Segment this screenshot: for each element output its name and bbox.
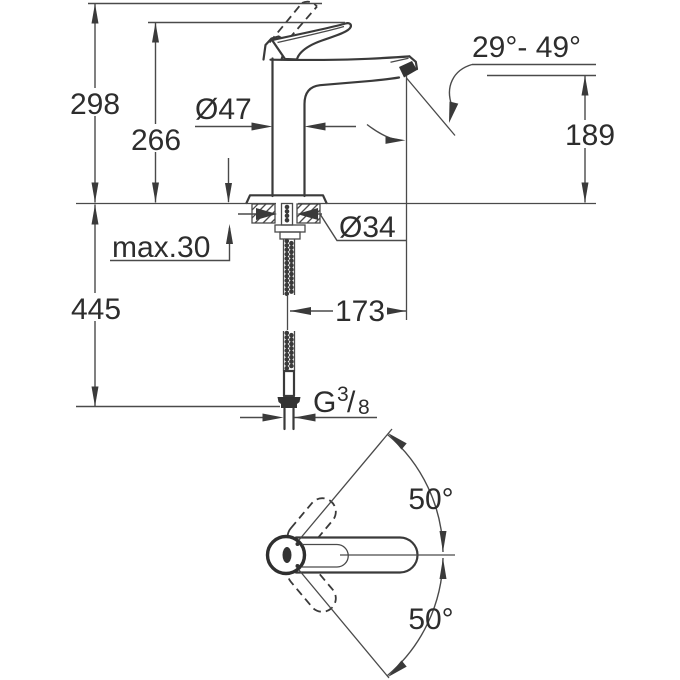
swing-line-upper <box>298 428 393 541</box>
faucet-body-right-edge-and-spout-underside <box>303 76 401 198</box>
spout-aerator <box>399 61 417 78</box>
handle-dot-top <box>295 542 300 546</box>
dimension-body-diameter: Ø47 <box>195 93 356 131</box>
label-swing-lower: 50° <box>408 603 453 636</box>
hose-braid-texture <box>284 238 294 373</box>
angle-arc <box>366 123 400 141</box>
leader-curve <box>448 63 473 107</box>
dimension-spout-height: 189 <box>405 74 616 320</box>
handle-indicator-slot <box>282 547 292 563</box>
connector-tube <box>283 407 295 431</box>
label-total-height: 298 <box>70 88 120 121</box>
label-thread-slash: / <box>347 386 356 419</box>
label-thread-g: G <box>313 386 336 419</box>
label-body-height: 266 <box>131 124 181 157</box>
dimension-spout-angle: 29°- 49° <box>366 31 596 144</box>
supply-hose <box>277 238 301 431</box>
dimension-thread-size: G 3 / 8 <box>240 383 377 422</box>
label-max-deck-thickness: max.30 <box>112 231 210 264</box>
countertop-section <box>76 202 596 224</box>
hose-braid-edges <box>282 239 296 371</box>
lever-handle <box>270 22 352 61</box>
hose-end-fitting <box>282 369 296 398</box>
spout-top-edge <box>269 55 411 62</box>
label-thread-denominator: 8 <box>358 396 370 419</box>
dimension-hole-diameter: Ø34 <box>238 208 407 244</box>
stream-angle-line <box>406 77 456 136</box>
faucet-side-view <box>245 0 419 205</box>
handle-top-view <box>265 497 455 613</box>
label-spout-reach: 173 <box>335 295 385 328</box>
dimension-deck-thickness: max.30 <box>110 158 233 264</box>
label-body-diameter: Ø47 <box>195 93 252 126</box>
handle-dot-bottom <box>295 564 300 568</box>
mounting-nut <box>279 231 301 240</box>
dimension-body-height: 266 <box>130 21 345 203</box>
label-thread-numerator: 3 <box>337 383 349 406</box>
swing-line-lower <box>298 569 390 679</box>
handle-swing-arc: 50° 50° <box>298 428 454 679</box>
lever-raised-dashed <box>268 0 318 50</box>
mounting-hardware <box>274 202 306 240</box>
mounting-washer <box>274 224 306 233</box>
hose-connector-nut <box>277 397 301 408</box>
leader <box>319 213 407 242</box>
dimension-total-height: 298 <box>69 2 322 203</box>
spout-tip-face <box>408 55 419 71</box>
label-hole-diameter: Ø34 <box>339 211 396 244</box>
lever-detail-line <box>277 25 345 44</box>
label-swing-upper: 50° <box>408 483 453 516</box>
faucet-base-plate <box>245 194 328 205</box>
label-hose-length: 445 <box>71 293 121 326</box>
label-spout-angle-range: 29°- 49° <box>472 31 581 64</box>
spout-chamfer-line <box>390 57 409 63</box>
dimension-spout-reach: 173 <box>290 295 406 328</box>
dimension-hose-length: 445 <box>70 204 280 408</box>
handle-inner-detail <box>302 543 349 568</box>
label-spout-height: 189 <box>565 119 615 152</box>
